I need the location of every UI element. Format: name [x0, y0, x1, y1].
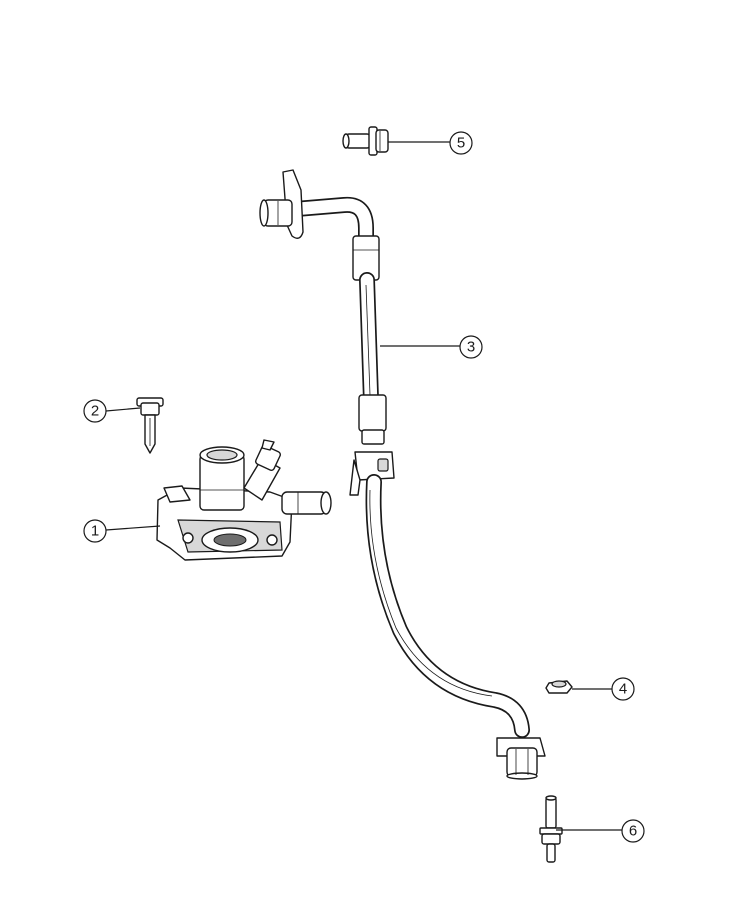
part-2-bolt: [136, 397, 164, 454]
callout-1: 1: [83, 519, 107, 543]
callout-3-label: 3: [467, 339, 475, 356]
part-1-thermostat-housing: [156, 439, 332, 561]
callout-2: 2: [83, 399, 107, 423]
callout-6-label: 6: [629, 823, 637, 840]
callout-2-label: 2: [91, 403, 99, 420]
part-5-bolt: [342, 126, 389, 156]
part-6-stud: [539, 795, 563, 863]
callout-3: 3: [459, 335, 483, 359]
callout-5-label: 5: [457, 135, 465, 152]
callout-1-label: 1: [91, 523, 99, 540]
leader-line-1: [105, 525, 161, 531]
callout-4-label: 4: [619, 681, 627, 698]
callout-4: 4: [611, 677, 635, 701]
callout-6: 6: [621, 819, 645, 843]
leader-lines: [105, 141, 622, 831]
part-4-nut: [545, 680, 573, 694]
part-3-hose: [259, 169, 546, 780]
leader-line-2: [105, 407, 141, 412]
callout-5: 5: [449, 131, 473, 155]
